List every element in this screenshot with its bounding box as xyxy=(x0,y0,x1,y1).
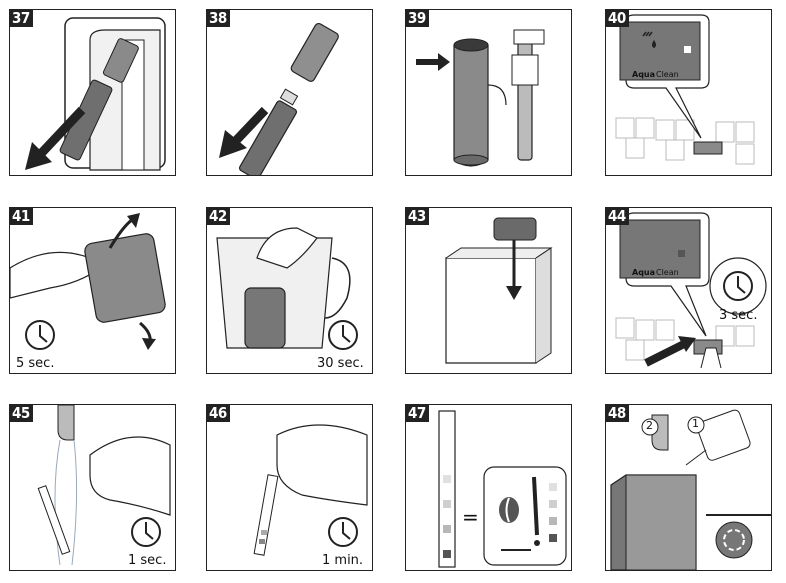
hold-aquaclean-button-illustration xyxy=(615,212,767,369)
step-panel-40: 40 Aqua Clean xyxy=(605,9,772,176)
step-panel-46: 46 1 min. xyxy=(206,404,373,571)
step-panel-42: 42 30 sec. xyxy=(206,207,373,374)
duration-label: 30 sec. xyxy=(317,356,364,371)
step-number: 38 xyxy=(207,10,230,27)
step-panel-37: 37 xyxy=(9,9,176,176)
brand-label-clean: Clean xyxy=(656,70,679,79)
insert-filter-tank-illustration xyxy=(445,217,553,364)
filter-extension-removal-illustration xyxy=(219,22,339,175)
duration-label: 5 sec. xyxy=(16,356,55,371)
step-number: 45 xyxy=(10,405,33,422)
filter-connection-illustration xyxy=(416,29,545,167)
step-panel-44: 44 Aqua Clean 3 sec. xyxy=(605,207,772,374)
step-number: 44 xyxy=(606,208,629,225)
step-number: 37 xyxy=(10,10,33,27)
strip-comparison-illustration xyxy=(438,410,567,568)
step-number: 39 xyxy=(406,10,429,27)
step-number: 42 xyxy=(207,208,230,225)
rinse-strip-illustration xyxy=(37,405,171,566)
aquaclean-display-illustration xyxy=(615,14,755,165)
brand-label-aqua: Aqua xyxy=(632,70,656,79)
duration-label: 1 min. xyxy=(322,553,364,568)
filter-removal-illustration xyxy=(25,17,166,171)
step-panel-45: 45 1 sec. xyxy=(9,404,176,571)
fill-water-tank-illustration xyxy=(610,409,771,570)
step-panel-41: 41 5 sec. xyxy=(9,207,176,374)
shake-filter-illustration xyxy=(10,213,166,350)
duration-label: 1 sec. xyxy=(128,553,167,568)
brand-label-clean: Clean xyxy=(656,268,679,277)
marker-2: 2 xyxy=(646,419,653,432)
duration-label: 3 sec. xyxy=(719,308,758,323)
step-number: 48 xyxy=(606,405,629,422)
step-panel-47: 47 = xyxy=(405,404,572,571)
step-panel-39: 39 xyxy=(405,9,572,176)
wait-strip-illustration xyxy=(253,424,368,556)
step-panel-43: 43 xyxy=(405,207,572,374)
step-number: 41 xyxy=(10,208,33,225)
step-number: 43 xyxy=(406,208,429,225)
step-panel-38: 38 xyxy=(206,9,373,176)
marker-1: 1 xyxy=(692,417,699,430)
submerge-filter-illustration xyxy=(216,227,358,350)
step-number: 40 xyxy=(606,10,629,27)
equals-sign: = xyxy=(462,505,479,529)
brand-label-aqua: Aqua xyxy=(632,268,656,277)
step-panel-48: 48 2 1 xyxy=(605,404,772,571)
step-number: 47 xyxy=(406,405,429,422)
step-number: 46 xyxy=(207,405,230,422)
